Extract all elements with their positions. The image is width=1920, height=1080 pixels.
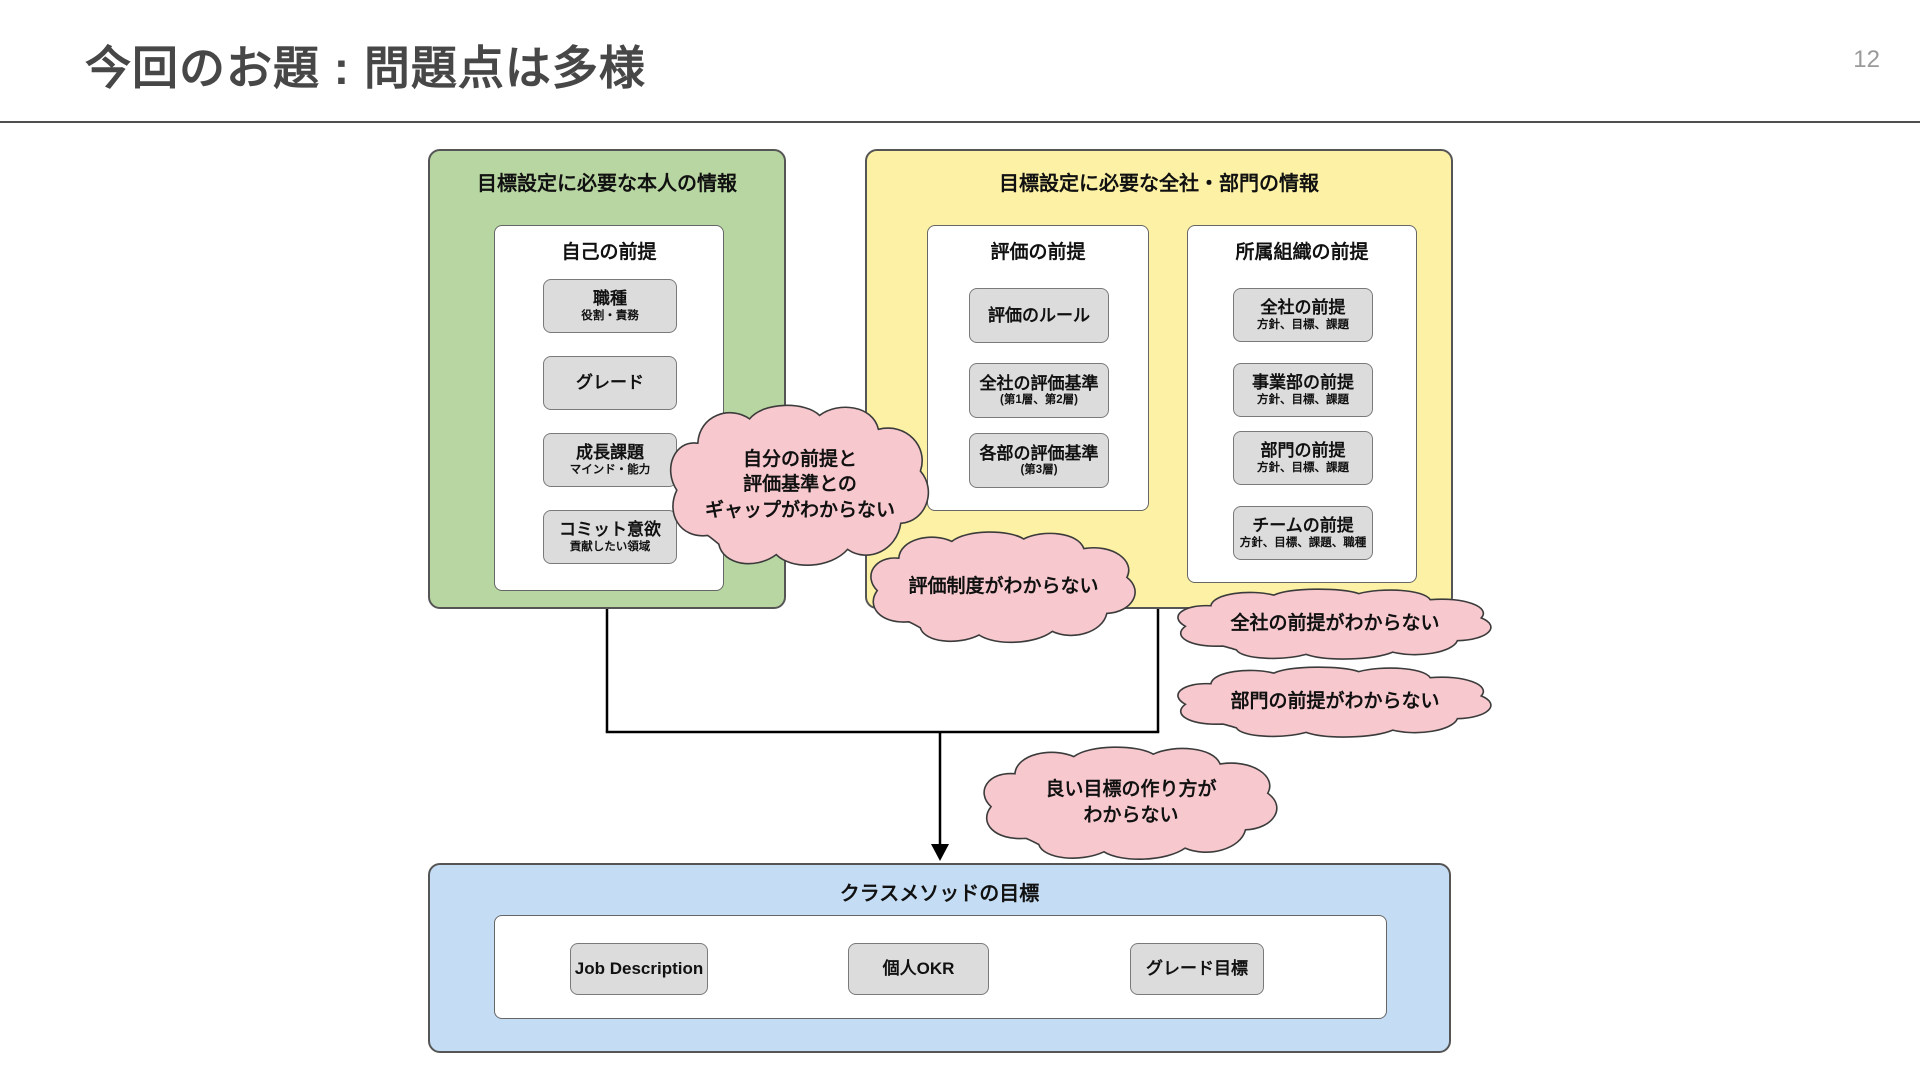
item-label: グレード xyxy=(576,373,644,393)
item-business-unit-premise: 事業部の前提 方針、目標、課題 xyxy=(1233,363,1373,417)
yellow-panel-company-info: 目標設定に必要な全社・部門の情報 評価の前提 評価のルール 全社の評価基準 (第… xyxy=(865,149,1453,609)
goal-making-cloud: 良い目標の作り方が わからない xyxy=(972,742,1290,864)
item-sublabel: 方針、目標、課題、職種 xyxy=(1239,536,1367,549)
title-divider xyxy=(0,121,1920,123)
yellow-panel-title: 目標設定に必要な全社・部門の情報 xyxy=(999,173,1319,195)
item-sublabel: 貢献したい領域 xyxy=(569,540,651,553)
cloud-text: 部門の前提がわからない xyxy=(1165,664,1505,740)
item-sublabel: 方針、目標、課題 xyxy=(1257,393,1349,406)
item-job-type: 職種 役割・責務 xyxy=(543,279,677,333)
item-grade-goal: グレード目標 xyxy=(1130,943,1264,995)
item-personal-okr: 個人OKR xyxy=(848,943,989,995)
cloud-line: 全社の前提がわからない xyxy=(1230,613,1440,635)
item-label: コミット意欲 xyxy=(559,520,661,540)
item-department-premise: 部門の前提 方針、目標、課題 xyxy=(1233,431,1373,485)
item-label: チームの前提 xyxy=(1252,516,1354,536)
evaluation-premise-box: 評価の前提 評価のルール 全社の評価基準 (第1層、第2層) 各部の評価基準 (… xyxy=(927,225,1149,511)
item-sublabel: 方針、目標、課題 xyxy=(1257,318,1349,331)
item-sublabel: (第3層) xyxy=(1020,464,1058,477)
item-grade: グレード xyxy=(543,356,677,410)
cloud-shape-icon xyxy=(860,527,1147,647)
organization-premise-box: 所属組織の前提 全社の前提 方針、目標、課題 事業部の前提 方針、目標、課題 部… xyxy=(1187,225,1417,583)
item-label: 個人OKR xyxy=(882,959,955,979)
arrowhead-icon xyxy=(931,844,949,861)
item-team-premise: チームの前提 方針、目標、課題、職種 xyxy=(1233,506,1373,560)
cloud-shape-icon xyxy=(660,398,940,572)
goals-box: Job Description 個人OKR グレード目標 xyxy=(494,915,1387,1019)
item-label: Job Description xyxy=(574,959,704,979)
item-company-eval-criteria: 全社の評価基準 (第1層、第2層) xyxy=(969,363,1109,418)
cloud-line: 評価制度がわからない xyxy=(908,576,1099,598)
item-label: 全社の評価基準 xyxy=(979,373,1099,393)
page-title: 今回のお題 : 問題点は多様 xyxy=(85,42,646,94)
item-sublabel: マインド・能力 xyxy=(569,463,651,476)
item-dept-eval-criteria: 各部の評価基準 (第3層) xyxy=(969,433,1109,488)
blue-panel-classmethod-goals: クラスメソッドの目標 Job Description 個人OKR グレード目標 xyxy=(428,863,1451,1053)
item-sublabel: 方針、目標、課題 xyxy=(1257,461,1349,474)
cloud-text: 自分の前提と 評価基準との ギャップがわからない xyxy=(660,398,940,572)
item-label: 職種 xyxy=(593,289,627,309)
cloud-text: 全社の前提がわからない xyxy=(1165,586,1505,662)
cloud-line: 部門の前提がわからない xyxy=(1230,691,1440,713)
item-label: 成長課題 xyxy=(576,443,644,463)
evaluation-premise-title: 評価の前提 xyxy=(990,242,1086,263)
self-premise-title: 自己の前提 xyxy=(561,242,657,263)
organization-premise-title: 所属組織の前提 xyxy=(1235,242,1369,263)
cloud-shape-icon xyxy=(1165,586,1505,662)
gap-cloud: 自分の前提と 評価基準との ギャップがわからない xyxy=(660,398,940,572)
page-number: 12 xyxy=(1853,46,1880,73)
item-sublabel: 役割・責務 xyxy=(581,309,639,322)
item-commitment: コミット意欲 貢献したい領域 xyxy=(543,510,677,564)
cloud-shape-icon xyxy=(1165,664,1505,740)
cloud-text: 良い目標の作り方が わからない xyxy=(972,742,1290,864)
department-premise-cloud: 部門の前提がわからない xyxy=(1165,664,1505,740)
item-eval-rules: 評価のルール xyxy=(969,288,1109,343)
company-premise-cloud: 全社の前提がわからない xyxy=(1165,586,1505,662)
item-sublabel: (第1層、第2層) xyxy=(1000,394,1078,407)
green-panel-title: 目標設定に必要な本人の情報 xyxy=(477,173,737,195)
item-label: 全社の前提 xyxy=(1260,298,1346,318)
item-label: 評価のルール xyxy=(988,305,1090,325)
cloud-shape-icon xyxy=(972,742,1290,864)
item-label: 事業部の前提 xyxy=(1252,373,1354,393)
cloud-line: ギャップがわからない xyxy=(704,499,895,521)
cloud-line: 良い目標の作り方が xyxy=(1045,779,1217,801)
blue-panel-title: クラスメソッドの目標 xyxy=(839,883,1040,905)
item-company-premise: 全社の前提 方針、目標、課題 xyxy=(1233,288,1373,342)
item-job-description: Job Description xyxy=(570,943,708,995)
item-label: グレード目標 xyxy=(1146,959,1248,979)
cloud-text: 評価制度がわからない xyxy=(860,527,1147,647)
item-growth-issues: 成長課題 マインド・能力 xyxy=(543,433,677,487)
item-label: 部門の前提 xyxy=(1260,441,1346,461)
cloud-line: わからない xyxy=(1083,805,1179,826)
eval-system-cloud: 評価制度がわからない xyxy=(860,527,1147,647)
item-label: 各部の評価基準 xyxy=(979,443,1099,463)
cloud-line: 評価基準との xyxy=(743,474,857,496)
cloud-line: 自分の前提と xyxy=(742,448,857,470)
